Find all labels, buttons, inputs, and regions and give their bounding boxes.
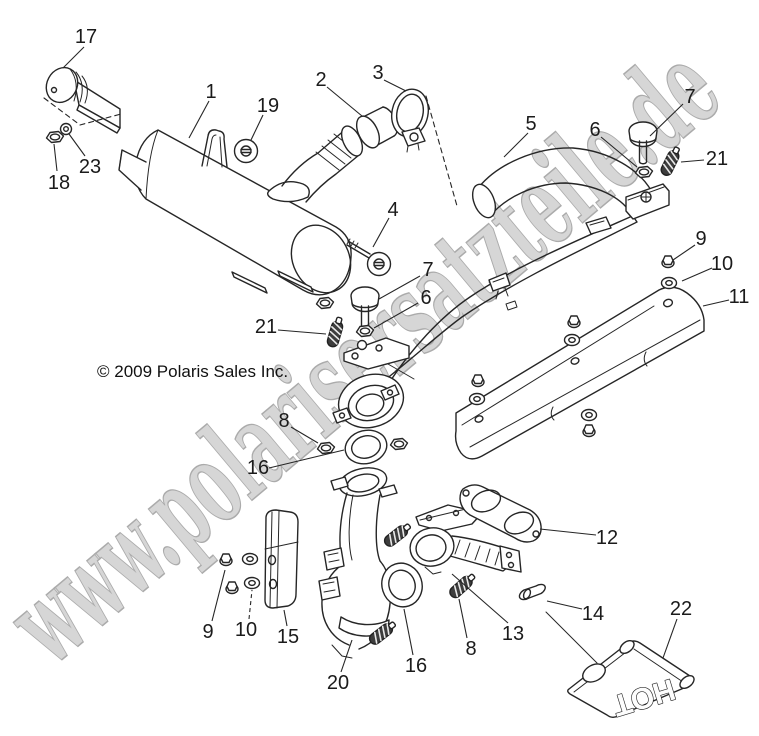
callout-leader-6 <box>374 303 418 328</box>
callout-label-20: 20 <box>327 672 349 694</box>
part-2-sleeve <box>352 107 397 151</box>
callout-leader-21 <box>681 160 704 162</box>
callout-label-18: 18 <box>48 172 70 194</box>
callout-label-8: 8 <box>465 638 476 660</box>
callout-leader-16 <box>269 450 344 468</box>
callout-label-12: 12 <box>596 527 618 549</box>
copyright-text: © 2009 Polaris Sales Inc. <box>97 362 288 381</box>
callout-leader-8 <box>459 599 467 638</box>
callout-leader-13 <box>452 574 508 623</box>
callout-label-10: 10 <box>711 253 733 275</box>
part-11-heat-shield <box>456 287 704 459</box>
callout-leader-22 <box>663 619 677 658</box>
callout-label-14: 14 <box>582 603 604 625</box>
part-19-grommet <box>233 138 259 164</box>
callout-label-3: 3 <box>372 62 383 84</box>
callout-leader-8 <box>291 427 318 443</box>
callout-label-15: 15 <box>277 626 299 648</box>
part-12-gasket <box>460 485 541 542</box>
callout-leader-9 <box>212 570 225 621</box>
callout-label-7: 7 <box>422 259 433 281</box>
callout-leader-7 <box>650 104 683 136</box>
callout-leader-1 <box>189 101 209 138</box>
callout-leader-7 <box>379 276 420 299</box>
callout-leader-11 <box>703 300 729 306</box>
callout-leader-4 <box>373 218 389 247</box>
callout-leader-3 <box>384 80 406 91</box>
part-6-nut-mid <box>355 324 375 338</box>
callout-leader-21 <box>278 330 326 334</box>
callout-label-19: 19 <box>257 95 279 117</box>
part-18-nut <box>45 130 65 144</box>
callout-label-9: 9 <box>695 228 706 250</box>
part-16-seal-lower <box>376 558 428 612</box>
callout-leader-14 <box>547 601 582 609</box>
callout-label-9: 9 <box>202 621 213 643</box>
callout-leader-9 <box>673 245 695 260</box>
callout-leader-12 <box>540 529 596 535</box>
pipe-mount-bracket <box>344 338 414 379</box>
callout-leader-19 <box>251 115 263 140</box>
callout-leader-16 <box>404 609 413 655</box>
callout-label-23: 23 <box>79 156 101 178</box>
callout-label-13: 13 <box>502 623 524 645</box>
callout-label-21: 21 <box>706 148 728 170</box>
callout-leader-20 <box>341 640 352 672</box>
callout-label-6: 6 <box>589 119 600 141</box>
callout-label-16: 16 <box>405 655 427 677</box>
part-3-band-clamp <box>387 86 457 206</box>
callout-leader-18 <box>54 144 57 171</box>
callout-leader-17 <box>63 47 84 68</box>
callout-label-22: 22 <box>670 598 692 620</box>
callout-label-7: 7 <box>684 86 695 108</box>
callout-leader-10 <box>249 590 252 619</box>
callout-leader-23 <box>69 134 85 156</box>
part-23-washer <box>61 124 72 135</box>
callout-label-8: 8 <box>278 410 289 432</box>
callout-leader-6 <box>601 137 637 167</box>
shield15-fasteners-9-10 <box>219 552 261 595</box>
callout-label-5: 5 <box>525 113 536 135</box>
part-17-spark-arrestor <box>40 62 121 133</box>
callout-label-10: 10 <box>235 619 257 641</box>
part-1-muffler <box>119 123 367 303</box>
part-13-manifold <box>407 505 521 574</box>
callout-label-4: 4 <box>387 199 398 221</box>
pipe-outlet-flange <box>332 366 411 436</box>
callout-leader-2 <box>327 87 362 116</box>
callout-leader-10 <box>682 268 712 281</box>
callout-leader-5 <box>504 133 528 157</box>
callout-leader-15 <box>284 610 287 626</box>
callout-label-21: 21 <box>255 316 277 338</box>
part-6-nut-top <box>634 165 654 179</box>
callout-label-16: 16 <box>247 457 269 479</box>
part-16-seal-upper <box>342 426 391 468</box>
part-14-bolt <box>519 584 597 663</box>
part-4-bolt <box>347 239 392 277</box>
part-22-hot-shield: HOT <box>568 638 697 723</box>
callout-label-11: 11 <box>729 286 750 308</box>
callout-label-6: 6 <box>420 287 431 309</box>
callout-label-1: 1 <box>205 81 216 103</box>
callout-label-17: 17 <box>75 26 97 48</box>
part-5-header-pipe <box>368 148 669 393</box>
callout-label-2: 2 <box>315 69 326 91</box>
part-15-side-shield <box>265 510 298 608</box>
muffler-mount-nut <box>315 296 335 310</box>
